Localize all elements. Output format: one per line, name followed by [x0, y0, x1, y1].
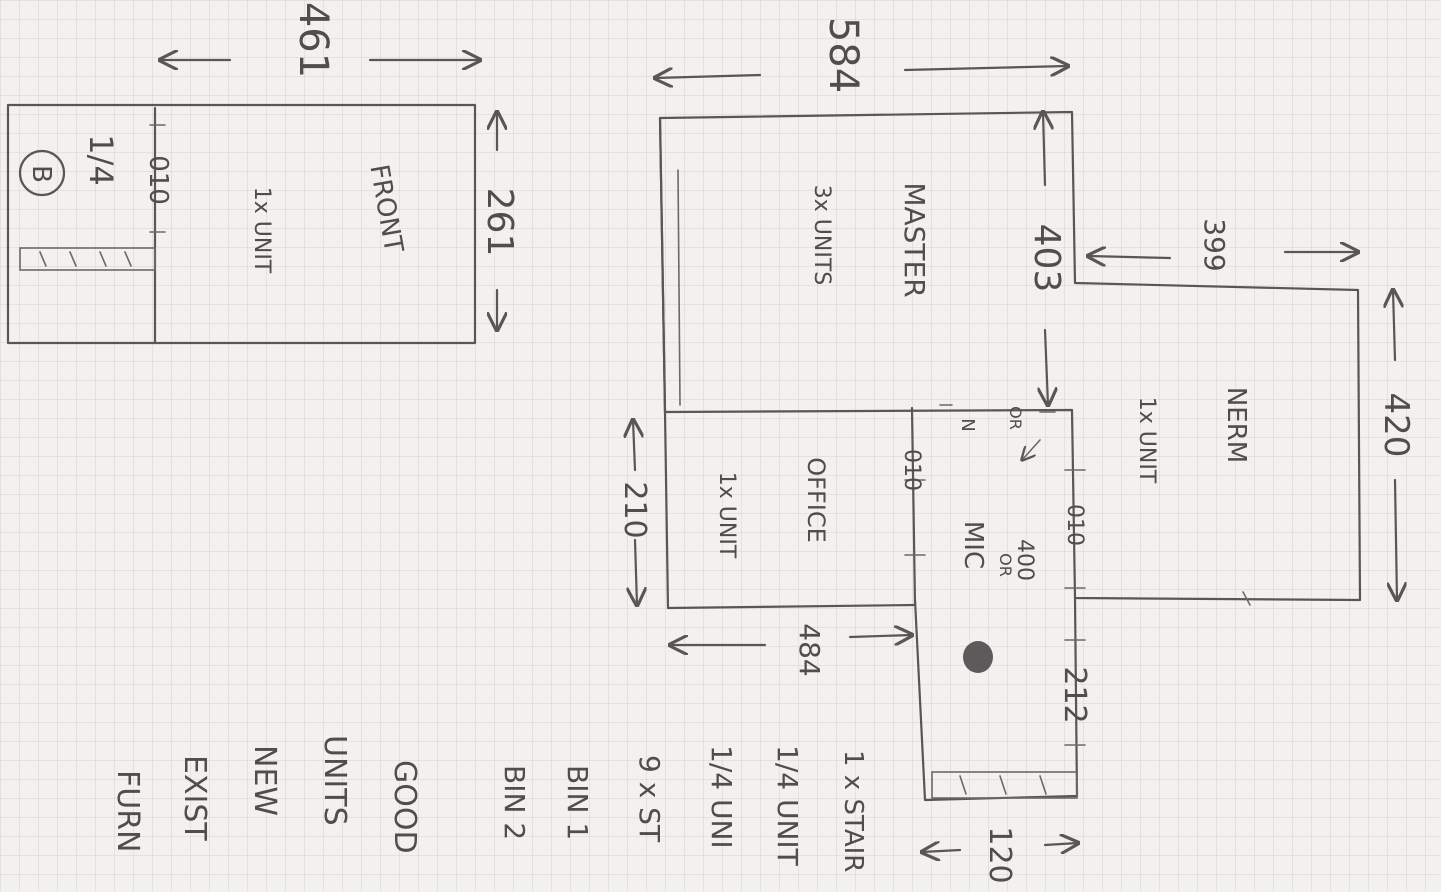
front-depth-label: 261	[479, 188, 520, 257]
front-room-outline	[6, 103, 477, 345]
front-room	[6, 103, 477, 345]
legend-units: UNITS	[317, 735, 352, 826]
office-room-units: 1x UNIT	[714, 472, 739, 559]
note-9-x-st: 9 x ST	[633, 755, 666, 843]
master-nerm-outline	[658, 110, 1362, 602]
hall-stair-hatch	[959, 775, 1047, 795]
front-marker-label: B	[26, 165, 56, 183]
front-1-4-label: 1/4	[82, 134, 120, 186]
main-ticks	[904, 404, 1251, 746]
hall-120-arrow-right	[1043, 843, 1078, 845]
note-stair: 1 x STAIR	[838, 750, 868, 872]
hall-484-label: 484	[793, 623, 826, 676]
legend-good: GOOD	[387, 760, 422, 854]
nerm-room-units: 1x UNIT	[1134, 397, 1159, 484]
master-inner-arrow-down	[1045, 328, 1048, 405]
note-bin-2: BIN 2	[498, 765, 531, 840]
office-or-label: OR	[1006, 406, 1025, 430]
front-stair-hatch	[39, 251, 132, 267]
master-room-name: MASTER	[898, 182, 931, 297]
nerm-depth-label: 420	[1376, 393, 1416, 458]
hall-212-label: 212	[1057, 666, 1092, 723]
nerm-top-arrow-left	[1088, 256, 1172, 258]
hall-stair-strip	[931, 771, 1078, 799]
master-width-arrow-left	[655, 75, 762, 78]
office-depth-arrow-down	[635, 538, 637, 605]
front-circle-marker	[18, 149, 66, 197]
note-quarter-unit-1: 1/4 UNIT	[771, 745, 804, 867]
master-left-wall	[658, 116, 667, 414]
hall-120-label: 120	[982, 826, 1017, 883]
master-width-arrow-right	[903, 66, 1068, 70]
master-inner-label: 403	[1026, 224, 1067, 293]
front-room-name: FRONT	[363, 162, 408, 255]
nerm-depth-arrow-up	[1393, 290, 1395, 362]
fixture-blob	[963, 641, 993, 673]
hall-120-arrow-left	[922, 850, 962, 852]
office-or-arrow	[1022, 439, 1041, 460]
master-inner-line	[677, 169, 681, 406]
nerm-010-label: 010	[1062, 504, 1087, 546]
office-outline	[663, 410, 917, 610]
master-width-label: 584	[820, 17, 866, 93]
nerm-room-name: NERM	[1221, 387, 1251, 463]
front-stair-strip	[19, 247, 156, 271]
front-010-ticks	[149, 124, 166, 233]
office-right-wall	[910, 406, 917, 607]
legend-new: NEW	[247, 745, 282, 816]
front-width-label: 461	[290, 2, 336, 78]
mic-label: MIC	[958, 521, 988, 569]
front-room-units: 1x UNIT	[249, 187, 274, 274]
office-n-label: N	[957, 418, 978, 431]
master-inner-arrow-up	[1043, 112, 1045, 187]
master-room-units: 3x UNITS	[809, 185, 834, 285]
hall-484-arrow-right	[848, 635, 912, 637]
office-depth-arrow-up	[633, 420, 635, 472]
nerm-top-label: 399	[1198, 218, 1231, 271]
legend-furn: FURN	[110, 770, 145, 853]
legend-exist: EXIST	[177, 755, 212, 841]
office-depth-label: 210	[617, 481, 652, 538]
hall-outline	[913, 596, 1079, 802]
note-bin-1: BIN 1	[561, 765, 594, 840]
office-010-label: 010	[899, 449, 924, 491]
front-010-label: 010	[143, 155, 173, 205]
hall-400-label: 400	[1012, 539, 1037, 581]
nerm-depth-arrow-down	[1395, 478, 1397, 600]
main-block	[658, 110, 1362, 802]
note-quarter-unit-2: 1/4 UNI	[705, 745, 738, 849]
hall-or-label: OR	[996, 553, 1015, 577]
office-room-name: OFFICE	[802, 457, 830, 543]
